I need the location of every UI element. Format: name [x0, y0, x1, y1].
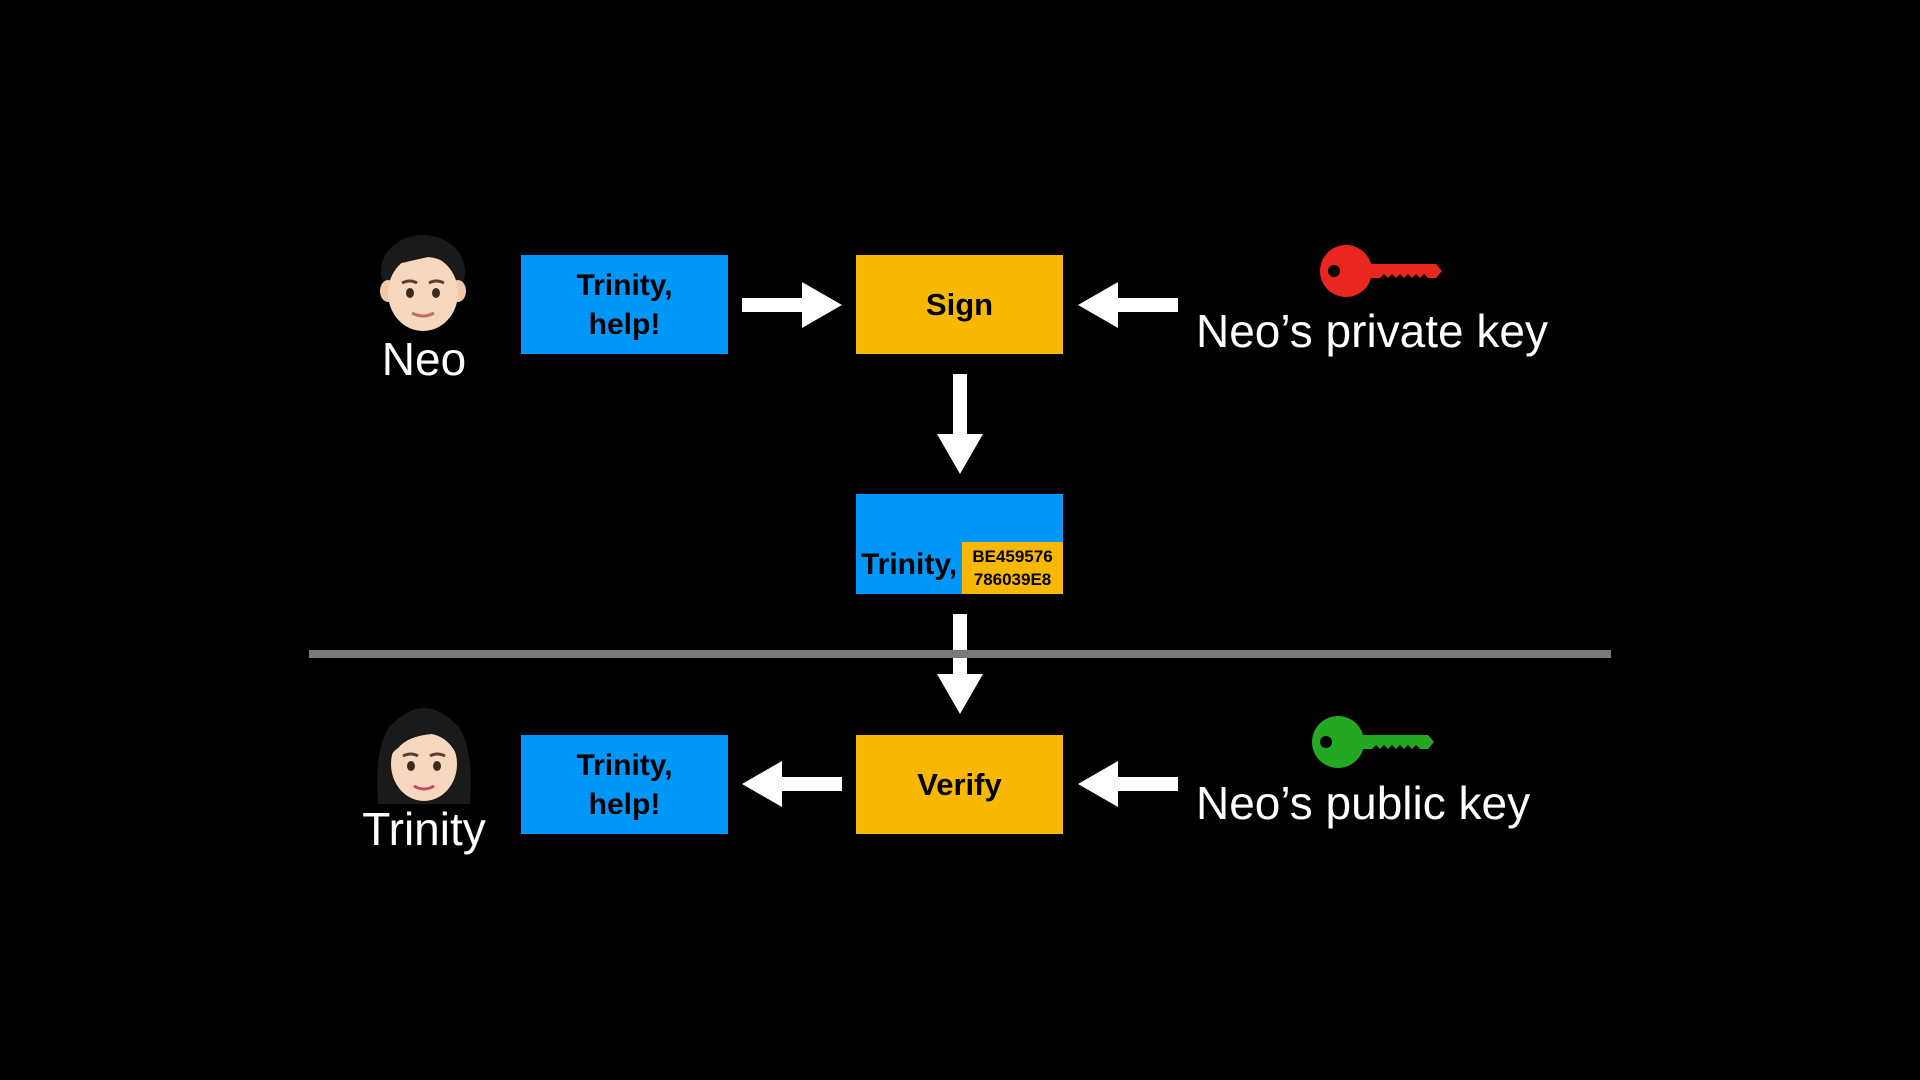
verify-box: Verify	[856, 735, 1063, 834]
sender-name: Neo	[381, 333, 467, 385]
arrow-right-icon	[742, 282, 842, 328]
public-key-label: Neo’s public key	[1196, 777, 1531, 829]
message-line-2: help!	[588, 787, 661, 821]
public-key	[1312, 716, 1434, 773]
arrow-left-into-sign	[1078, 282, 1178, 328]
recovered-message-box: Trinity, help!	[521, 735, 728, 834]
private-key-label: Neo’s private key	[1196, 305, 1548, 357]
arrow-left-icon	[1078, 761, 1178, 807]
boy-face-icon	[380, 235, 466, 331]
trinity-avatar	[374, 708, 474, 804]
arrow-down-icon	[937, 374, 983, 474]
key-icon	[1312, 716, 1434, 768]
message-line-2: help!	[588, 307, 661, 341]
signature-line-1: BE459576	[972, 547, 1053, 566]
arrow-right	[742, 282, 842, 328]
arrow-left-out-of-verify	[742, 761, 842, 807]
message-line-1: Trinity,	[576, 748, 673, 782]
arrow-down-into-verify	[937, 614, 983, 714]
arrow-down-from-sign	[937, 374, 983, 474]
signed-message-line-1: Trinity,	[861, 548, 958, 581]
sign-box: Sign	[856, 255, 1063, 354]
arrow-down-icon	[937, 614, 983, 714]
arrow-left-icon	[1078, 282, 1178, 328]
private-key	[1320, 245, 1442, 302]
neo-avatar	[380, 235, 466, 333]
receiver-name: Trinity	[362, 803, 486, 855]
arrow-left-icon	[742, 761, 842, 807]
signature-line-2: 786039E8	[973, 570, 1052, 589]
key-icon	[1320, 245, 1442, 297]
girl-face-icon	[377, 708, 471, 804]
signature-box: BE459576 786039E8	[962, 542, 1063, 594]
original-message-box: Trinity, help!	[521, 255, 728, 354]
arrow-left-into-verify	[1078, 761, 1178, 807]
channel-divider	[309, 650, 1611, 658]
message-line-1: Trinity,	[576, 268, 673, 302]
